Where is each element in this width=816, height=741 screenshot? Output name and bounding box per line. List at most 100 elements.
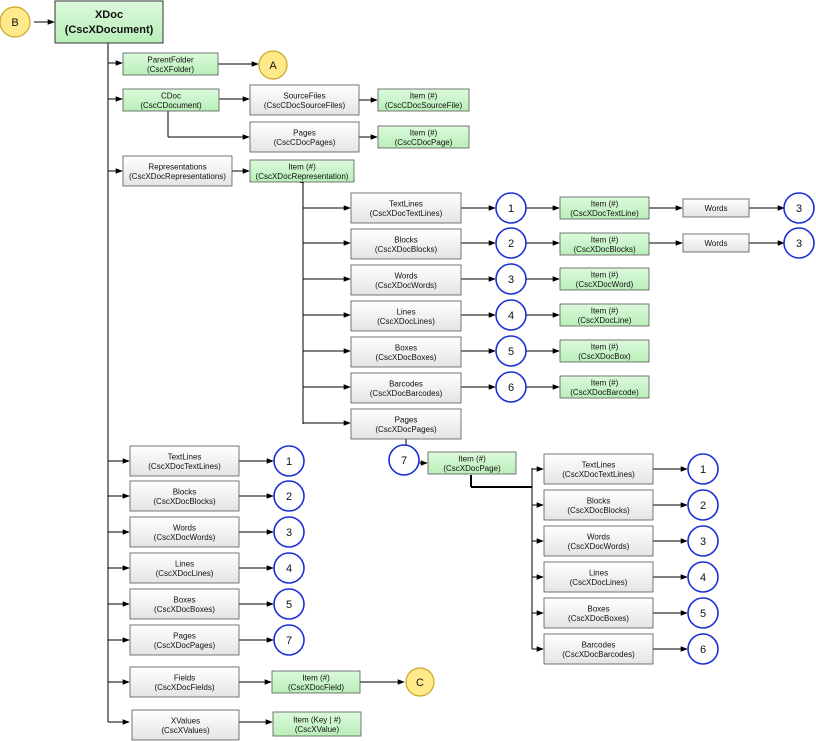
reference-circle-1[interactable]: 1	[687, 453, 719, 485]
node-label: Item (#)	[591, 236, 619, 245]
node-class: (CscXDocTextLine)	[570, 209, 639, 218]
circle-shape	[273, 552, 305, 584]
node-x-pages[interactable]: Pages(CscXDocPages)	[129, 624, 240, 656]
circle-label: 3	[508, 274, 514, 286]
node-box	[129, 480, 240, 512]
root-node-xdoc[interactable]: XDoc (CscXDocument)	[54, 0, 164, 44]
node-label: Item (#)	[591, 271, 619, 280]
node-x-fields[interactable]: Fields(CscXDocFields)	[129, 666, 240, 698]
reference-circle-5[interactable]: 5	[495, 335, 527, 367]
node-rep-textlines[interactable]: TextLines(CscXDocTextLines)	[350, 192, 462, 224]
reference-circle-1[interactable]: 1	[495, 192, 527, 224]
circle-shape	[0, 6, 31, 38]
node-label: Lines	[396, 308, 415, 317]
node-pg-blocks[interactable]: Blocks(CscXDocBlocks)	[543, 489, 654, 521]
reference-circle-3[interactable]: 3	[495, 263, 527, 295]
node-x-words[interactable]: Words(CscXDocWords)	[129, 516, 240, 548]
node-rep-boxes[interactable]: Boxes(CscXDocBoxes)	[350, 336, 462, 368]
node-item-line[interactable]: Item (#)(CscXDocLine)	[559, 303, 650, 327]
node-item-barcode[interactable]: Item (#)(CscXDocBarcode)	[559, 375, 650, 399]
node-class: (CscXDocFields)	[154, 683, 214, 692]
circle-label: 7	[286, 635, 292, 647]
node-label: Words	[395, 272, 418, 281]
node-class: (CscXDocBoxes)	[154, 605, 215, 614]
node-box	[129, 624, 240, 656]
node-box	[122, 88, 220, 112]
circle-label: 3	[700, 536, 706, 548]
node-label: Pages	[293, 129, 316, 138]
connector-circle-a[interactable]: A	[258, 50, 288, 80]
node-label: Pages	[395, 416, 418, 425]
node-item-textline[interactable]: Item (#)(CscXDocTextLine)	[559, 196, 650, 220]
circle-label: 5	[700, 608, 706, 620]
node-cdoc-page-item[interactable]: Item (#)(CscCDocPage)	[377, 125, 470, 149]
reference-circle-6[interactable]: 6	[687, 633, 719, 665]
reference-circle-3[interactable]: 3	[687, 525, 719, 557]
reference-circle-2[interactable]: 2	[495, 227, 527, 259]
node-item-word[interactable]: Item (#)(CscXDocWord)	[559, 267, 650, 291]
node-x-blocks[interactable]: Blocks(CscXDocBlocks)	[129, 480, 240, 512]
reference-circle-6[interactable]: 6	[495, 371, 527, 403]
reference-circle-4[interactable]: 4	[687, 561, 719, 593]
reference-circle-2[interactable]: 2	[273, 480, 305, 512]
node-box	[377, 88, 470, 112]
node-pg-words[interactable]: Words(CscXDocWords)	[543, 525, 654, 557]
node-rep-words[interactable]: Words(CscXDocWords)	[350, 264, 462, 296]
node-page-item[interactable]: Item (#)(CscXDocPage)	[427, 451, 517, 475]
reference-circle-5[interactable]: 5	[687, 597, 719, 629]
node-words-a[interactable]: Words	[682, 198, 750, 218]
node-box	[249, 84, 360, 116]
connector-circle-b[interactable]: B	[0, 6, 31, 38]
node-cdoc[interactable]: CDoc(CscCDocument)	[122, 88, 220, 112]
node-rep-pages[interactable]: Pages(CscXDocPages)	[350, 408, 462, 440]
reference-circle-4[interactable]: 4	[273, 552, 305, 584]
node-box	[129, 666, 240, 698]
circle-label: 5	[286, 599, 292, 611]
node-pg-textlines[interactable]: TextLines(CscXDocTextLines)	[543, 453, 654, 485]
node-pg-boxes[interactable]: Boxes(CscXDocBoxes)	[543, 597, 654, 629]
circle-shape	[495, 299, 527, 331]
node-value-item[interactable]: Item (Key | #)(CscXValue)	[272, 711, 362, 737]
node-item-box[interactable]: Item (#)(CscXDocBox)	[559, 339, 650, 363]
circle-shape	[687, 561, 719, 593]
circle-shape	[687, 525, 719, 557]
node-box	[129, 588, 240, 620]
node-item-block[interactable]: Item (#)(CscXDocBlocks)	[559, 232, 650, 256]
reference-circle-2[interactable]: 2	[687, 489, 719, 521]
node-cdoc-pages[interactable]: Pages(CscCDocPages)	[249, 121, 360, 153]
reference-circle-1[interactable]: 1	[273, 445, 305, 477]
reference-circle-3[interactable]: 3	[273, 516, 305, 548]
reference-circle-5[interactable]: 5	[273, 588, 305, 620]
node-field-item[interactable]: Item (#)(CscXDocField)	[271, 670, 361, 694]
node-rep-barcodes[interactable]: Barcodes(CscXDocBarcodes)	[350, 372, 462, 404]
node-label: XValues	[171, 717, 200, 726]
node-x-textlines[interactable]: TextLines(CscXDocTextLines)	[129, 445, 240, 477]
circle-label: C	[416, 677, 424, 689]
reference-circle-4[interactable]: 4	[495, 299, 527, 331]
connector-circle-c[interactable]: C	[405, 667, 435, 697]
node-sourcefiles[interactable]: SourceFiles(CscCDocSourceFiles)	[249, 84, 360, 116]
reference-circle-7[interactable]: 7	[388, 444, 420, 476]
node-label: Item (#)	[458, 455, 486, 464]
node-class: (CscXDocBoxes)	[568, 614, 629, 623]
reference-circle-3[interactable]: 3	[783, 227, 815, 259]
node-x-values[interactable]: XValues(CscXValues)	[131, 709, 240, 741]
node-sourcefile-item[interactable]: Item (#)(CscCDocSourceFile)	[377, 88, 470, 112]
node-label: Barcodes	[582, 641, 616, 650]
node-class: (CscXFolder)	[147, 65, 194, 74]
node-rep-item[interactable]: Item (#)(CscXDocRepresentation)	[249, 159, 355, 183]
node-rep-lines[interactable]: Lines(CscXDocLines)	[350, 300, 462, 332]
circle-label: 7	[401, 455, 407, 467]
reference-circle-3[interactable]: 3	[783, 192, 815, 224]
node-rep-blocks[interactable]: Blocks(CscXDocBlocks)	[350, 228, 462, 260]
node-x-boxes[interactable]: Boxes(CscXDocBoxes)	[129, 588, 240, 620]
node-pg-barcodes[interactable]: Barcodes(CscXDocBarcodes)	[543, 633, 654, 665]
node-parentfolder[interactable]: ParentFolder(CscXFolder)	[122, 52, 219, 76]
node-label: Lines	[589, 569, 608, 578]
node-x-lines[interactable]: Lines(CscXDocLines)	[129, 552, 240, 584]
node-representations[interactable]: Representations(CscXDocRepresentations)	[122, 155, 233, 187]
node-pg-lines[interactable]: Lines(CscXDocLines)	[543, 561, 654, 593]
reference-circle-7[interactable]: 7	[273, 624, 305, 656]
node-words-b[interactable]: Words	[682, 233, 750, 253]
node-class: (CscCDocPages)	[274, 138, 336, 147]
